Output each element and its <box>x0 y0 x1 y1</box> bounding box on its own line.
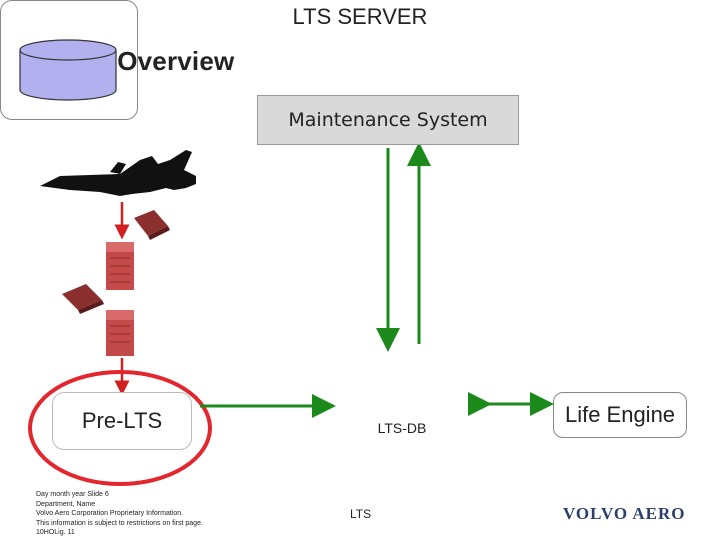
server-tower-icon <box>106 310 134 356</box>
footer-line: This information is subject to restricti… <box>36 519 203 527</box>
database-cylinder-icon <box>19 39 117 101</box>
lts-server-node: LTS SERVER <box>0 0 427 120</box>
footer-line: 10HOLig. 11 <box>36 529 75 536</box>
footer-line: Day month year Slide 6 <box>36 491 109 498</box>
pre-lts-node: Pre-LTS <box>52 392 192 450</box>
data-recorder-icon <box>134 210 170 240</box>
life-engine-node: Life Engine <box>553 392 687 438</box>
jet-aircraft-icon <box>40 150 196 196</box>
volvo-aero-logo: VOLVO AERO <box>563 504 686 523</box>
footer-line: Department, Name <box>36 500 96 508</box>
footer-center-label: LTS <box>350 507 372 521</box>
footer-line: Volvo Aero Corporation Proprietary Infor… <box>36 510 184 517</box>
footer-info: Day month year Slide 6 Department, Name … <box>36 490 236 538</box>
maintenance-system-node: Maintenance System <box>257 95 519 145</box>
data-recorder-icon <box>62 284 104 314</box>
lts-server-label: LTS SERVER <box>292 4 428 29</box>
lts-db-label: LTS-DB <box>377 420 427 436</box>
highlight-circle <box>28 370 212 486</box>
server-tower-icon <box>106 242 134 290</box>
